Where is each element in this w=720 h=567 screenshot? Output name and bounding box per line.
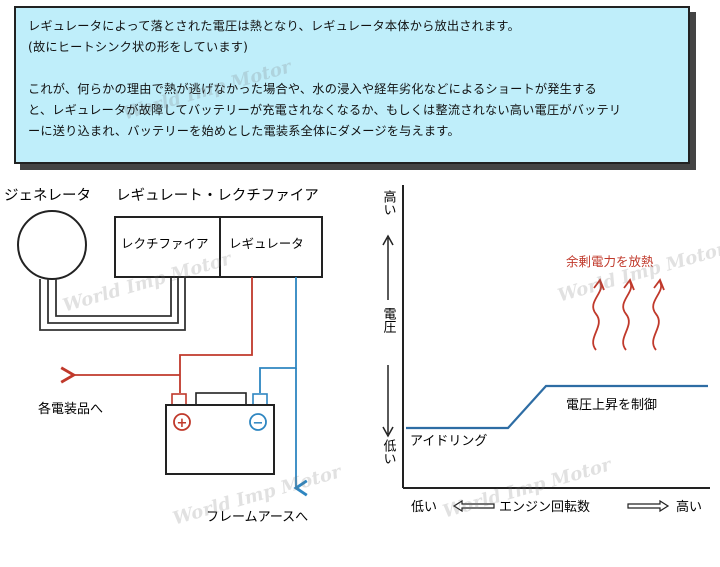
voltage-graph: 高い 電圧 低い 低い エンジン回転数 高い アイドリング 電圧上昇を制御 余剰… bbox=[381, 185, 710, 515]
regulator-label: レギュレータ bbox=[229, 236, 304, 251]
x-arrow-left-icon bbox=[452, 499, 495, 513]
regrect-label: レギュレート・レクチファイア bbox=[116, 187, 319, 204]
y-arrow-up-head bbox=[382, 234, 394, 246]
x-low-label: 低い bbox=[411, 500, 437, 515]
positive-wire bbox=[179, 277, 253, 393]
heat-wave-3 bbox=[652, 281, 663, 351]
voltage-curve bbox=[406, 384, 708, 430]
info-line-4: と、レギュレータが故障してバッテリーが充電されなくなるか、もしくは整流されない高… bbox=[28, 103, 622, 117]
heat-wave-1 bbox=[592, 281, 603, 351]
y-low-label: 低い bbox=[381, 439, 397, 465]
minus-icon bbox=[249, 413, 267, 431]
generator-label: ジェネレータ bbox=[4, 187, 91, 204]
info-line-2: (故にヒートシンク状の形をしています) bbox=[28, 40, 249, 54]
circuit-diagram: ジェネレータ レギュレート・レクチファイア レクチファイア レギュレータ + −… bbox=[4, 187, 323, 525]
electrical-label: 各電装品へ bbox=[38, 401, 103, 417]
control-label: 電圧上昇を制御 bbox=[566, 398, 657, 413]
y-arrow-down-head bbox=[382, 426, 394, 438]
y-axis-label: 電圧 bbox=[381, 307, 397, 333]
generator-circle bbox=[17, 210, 87, 280]
heat-head-3 bbox=[653, 278, 665, 291]
frame-label: フレームアースへ bbox=[206, 510, 308, 525]
heat-arrows-icon bbox=[592, 278, 665, 351]
heat-label: 余剰電力を放熱 bbox=[566, 254, 654, 269]
x-axis-label: エンジン回転数 bbox=[499, 500, 590, 515]
regulator-box bbox=[219, 216, 323, 278]
phase-wire-3 bbox=[55, 277, 172, 317]
x-high-label: 高い bbox=[676, 499, 702, 515]
rectifier-label: レクチファイア bbox=[121, 236, 209, 251]
x-arrow-right-icon bbox=[627, 499, 670, 513]
y-high-label: 高い bbox=[381, 189, 397, 216]
idling-label: アイドリング bbox=[410, 434, 487, 449]
battery-cap bbox=[195, 392, 247, 406]
info-box: レギュレータによって落とされた電圧は熱となり、レギュレータ本体から放出されます。… bbox=[14, 6, 690, 164]
heat-wave-2 bbox=[622, 281, 633, 351]
plus-symbol: + bbox=[177, 416, 188, 431]
heat-head-2 bbox=[623, 278, 635, 291]
heat-head-1 bbox=[593, 278, 605, 291]
plus-icon bbox=[173, 413, 191, 431]
negative-wire bbox=[259, 277, 297, 393]
phase-wire-1 bbox=[39, 277, 186, 331]
info-line-5: ーに送り込まれ、バッテリーを始めとした電装系全体にダメージを与えます。 bbox=[28, 124, 460, 138]
info-line-1: レギュレータによって落とされた電圧は熱となり、レギュレータ本体から放出されます。 bbox=[28, 19, 520, 33]
rectifier-box bbox=[114, 216, 221, 278]
minus-symbol: − bbox=[253, 416, 264, 431]
phase-wire-2 bbox=[47, 277, 179, 324]
info-line-3: これが、何らかの理由で熱が逃げなかった場合や、水の浸入や経年劣化などによるショー… bbox=[28, 82, 597, 96]
